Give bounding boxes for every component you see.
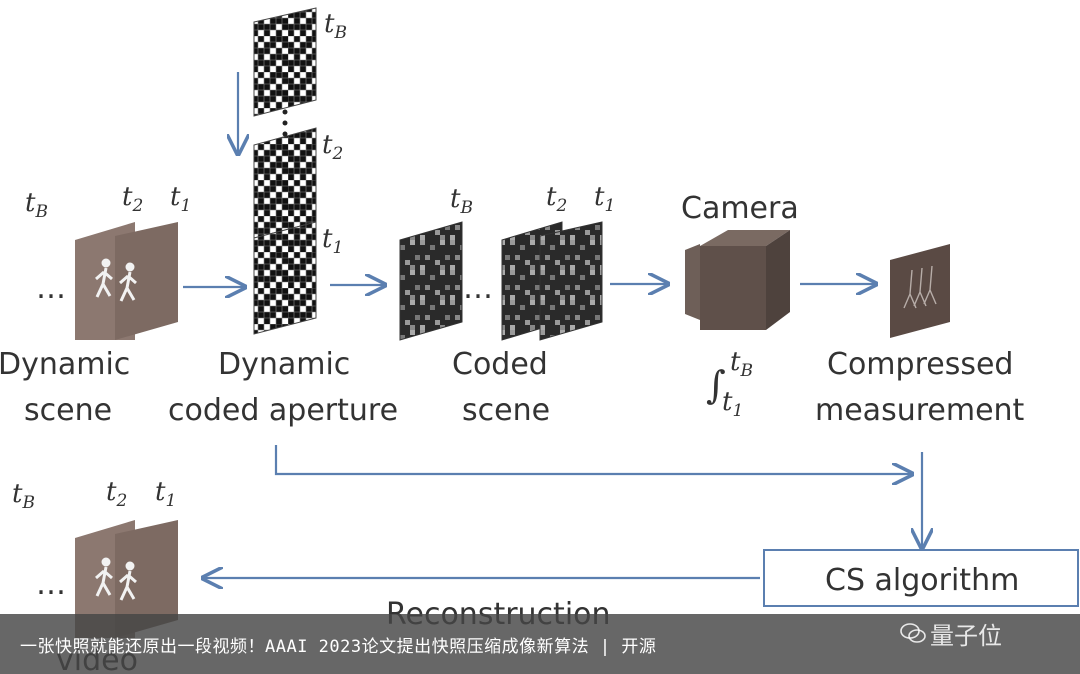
label-camera: Camera — [681, 191, 799, 226]
ellipsis-scene: … — [36, 271, 66, 306]
ellipsis-coded: … — [463, 271, 493, 306]
label-t2-mask: t2 — [322, 130, 343, 164]
integral-symbol: ∫ — [706, 363, 726, 407]
label-tb-scene: tB — [25, 188, 48, 222]
reconstructed-video-frames — [75, 520, 178, 638]
caption-bar — [0, 614, 1080, 674]
label-t1-mask: t1 — [322, 224, 343, 258]
watermark-logo: 量子位 — [930, 622, 1002, 650]
camera-icon — [685, 230, 790, 330]
label-integral-upper: tB — [730, 347, 753, 381]
label-cs-algorithm: CS algorithm — [825, 563, 1019, 598]
label-t1-video: t1 — [155, 477, 176, 511]
label-t1-scene: t1 — [170, 182, 191, 216]
label-compressed-line1: Compressed — [827, 347, 1013, 382]
label-t2-coded: t2 — [546, 182, 567, 216]
compressed-measurement-frame — [890, 244, 950, 338]
label-dynamic-coded-line2: coded aperture — [168, 393, 398, 428]
label-dynamic-coded-line1: Dynamic — [218, 347, 350, 382]
runner-figure-icon-reconstructed — [95, 557, 137, 601]
dynamic-scene-frames — [75, 222, 178, 340]
label-t2-scene: t2 — [122, 182, 143, 216]
caption-text: 一张快照就能还原出一段视频！AAAI 2023论文提出快照压缩成像新算法 | 开… — [20, 637, 657, 657]
label-integral-lower: t1 — [722, 387, 743, 421]
label-t2-video: t2 — [106, 477, 127, 511]
cs-algorithm-box — [763, 549, 1079, 607]
ellipsis-video: … — [36, 567, 66, 602]
label-t1-coded: t1 — [594, 182, 615, 216]
label-tb-mask: tB — [324, 9, 347, 43]
label-tb-coded: tB — [450, 184, 473, 218]
coded-aperture-masks — [253, 7, 317, 335]
label-coded-scene-line1: Coded — [452, 347, 548, 382]
arrow-aperture-to-cs — [274, 445, 912, 474]
label-coded-scene-line2: scene — [462, 393, 550, 428]
runner-figure-icon — [95, 258, 137, 302]
label-dynamic-scene-line1: Dynamic — [0, 347, 130, 382]
label-compressed-line2: measurement — [815, 393, 1025, 428]
coded-scene-frames — [399, 221, 603, 341]
wechat-icon — [900, 623, 926, 643]
label-dynamic-scene-line2: scene — [24, 393, 112, 428]
label-tb-video: tB — [12, 479, 35, 513]
